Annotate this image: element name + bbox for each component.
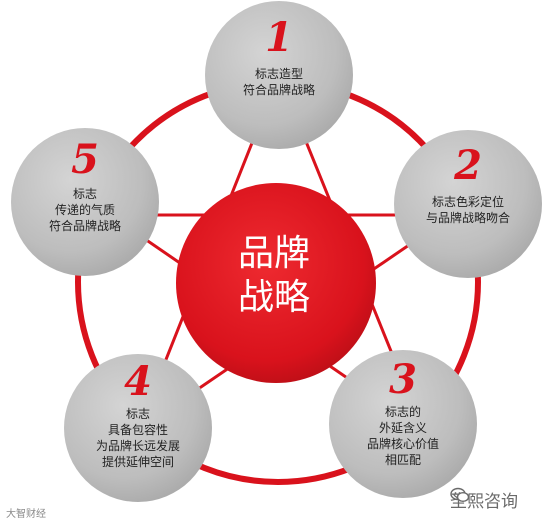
node-circle-1: [205, 1, 353, 149]
node-text-line: 符合品牌战略: [242, 83, 315, 97]
node-text-line: 外延含义: [378, 421, 427, 435]
node-text-line: 具备包容性: [107, 423, 168, 437]
node-text-line: 标志造型: [254, 67, 303, 81]
watermark-left: 大智财经: [6, 509, 46, 520]
node-text-line: 标志色彩定位: [431, 195, 504, 209]
node-2: 2 标志色彩定位 与品牌战略吻合: [394, 146, 542, 226]
node-text-line: 符合品牌战略: [48, 219, 121, 233]
node-text-line: 为品牌长远发展: [95, 439, 180, 453]
node-number: 4: [124, 358, 152, 405]
node-text-line: 提供延伸空间: [101, 455, 174, 469]
node-circle-3: [329, 350, 477, 498]
center-title: 品牌 战略: [204, 232, 344, 320]
node-text-line: 标志的: [384, 405, 421, 419]
watermark-right: 圣熙咨询: [450, 487, 518, 512]
node-number: 2: [454, 142, 482, 189]
center-circle: [176, 183, 376, 383]
node-number: 5: [71, 136, 99, 183]
node-text-line: 与品牌战略吻合: [425, 211, 510, 225]
node-3: 3 标志的 外延含义 品牌核心价值 相匹配: [329, 360, 477, 468]
node-text-line: 传递的气质: [54, 203, 115, 217]
node-text-line: 品牌核心价值: [366, 437, 439, 451]
wechat-icon: [450, 487, 470, 503]
node-text-line: 相匹配: [384, 453, 421, 467]
node-circle-4: [64, 354, 212, 502]
node-5: 5 标志 传递的气质 符合品牌战略: [11, 140, 159, 234]
node-circle-5: [11, 128, 159, 276]
node-number: 3: [389, 356, 417, 403]
node-circle-2: [394, 130, 542, 278]
node-1: 1 标志造型 符合品牌战略: [205, 18, 353, 98]
node-number: 1: [265, 14, 293, 61]
node-text-line: 标志: [72, 187, 97, 201]
node-4: 4 标志 具备包容性 为品牌长远发展 提供延伸空间: [64, 362, 212, 470]
center-title-line: 品牌: [237, 233, 310, 274]
center-title-line: 战略: [237, 277, 310, 318]
node-text-line: 标志: [125, 407, 150, 421]
